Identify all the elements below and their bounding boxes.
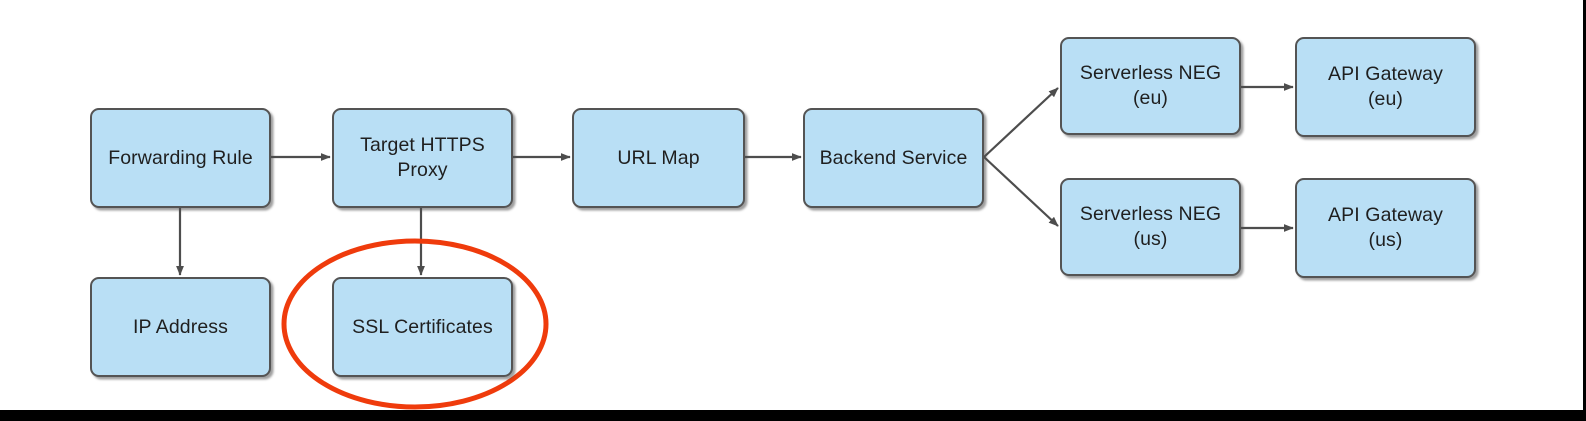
node-serverless-neg-us[interactable]: Serverless NEG (us) bbox=[1060, 178, 1241, 276]
node-label-forwarding-rule: Forwarding Rule bbox=[108, 146, 253, 169]
node-label-backend-service: Backend Service bbox=[819, 146, 968, 169]
node-ip-address[interactable]: IP Address bbox=[90, 277, 271, 377]
node-backend-service[interactable]: Backend Service bbox=[803, 108, 984, 208]
node-forwarding-rule[interactable]: Forwarding Rule bbox=[90, 108, 271, 208]
edge-backend-service-to-serverless-neg-us bbox=[983, 156, 1059, 227]
node-label-ssl-certificates: SSL Certificates bbox=[352, 315, 493, 338]
node-api-gateway-eu[interactable]: API Gateway (eu) bbox=[1295, 37, 1476, 137]
node-label-serverless-neg-us: Serverless NEG (us) bbox=[1079, 203, 1222, 250]
node-ssl-certificates[interactable]: SSL Certificates bbox=[332, 277, 513, 377]
node-target-https-proxy[interactable]: Target HTTPS Proxy bbox=[332, 108, 513, 208]
node-serverless-neg-eu[interactable]: Serverless NEG (eu) bbox=[1060, 37, 1241, 135]
node-label-target-https-proxy: Target HTTPS Proxy bbox=[360, 134, 485, 181]
node-label-url-map: URL Map bbox=[617, 146, 700, 169]
edge-backend-service-to-serverless-neg-eu bbox=[983, 87, 1059, 158]
node-api-gateway-us[interactable]: API Gateway (us) bbox=[1295, 178, 1476, 278]
node-label-api-gateway-us: API Gateway (us) bbox=[1328, 204, 1443, 251]
node-label-api-gateway-eu: API Gateway (eu) bbox=[1328, 63, 1443, 110]
node-label-ip-address: IP Address bbox=[133, 315, 228, 338]
node-label-serverless-neg-eu: Serverless NEG (eu) bbox=[1079, 62, 1222, 109]
node-url-map[interactable]: URL Map bbox=[572, 108, 745, 208]
